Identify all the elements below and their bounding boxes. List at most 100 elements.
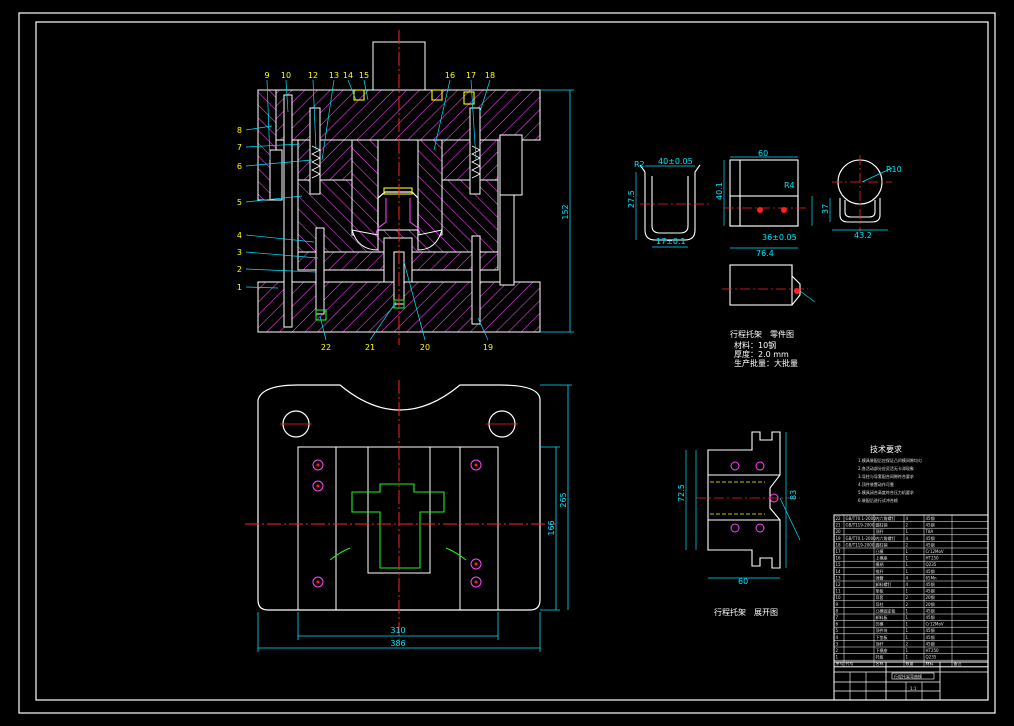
balloon-label-10: 10 xyxy=(281,71,291,80)
bom-cell: 内六角螺钉 xyxy=(876,515,896,521)
tech-req-line-4: 4.顶件装置动作可靠 xyxy=(858,481,894,487)
bom-cell: 65Mn xyxy=(926,575,938,580)
assembly-height-dim: 152 xyxy=(561,204,570,219)
bom-cell: 4 xyxy=(906,536,909,541)
bom-header-cell: 代号 xyxy=(846,660,854,666)
bom-cell: 4 xyxy=(906,582,909,587)
balloon-leader xyxy=(403,261,426,341)
bom-cell: 下垫板 xyxy=(876,634,888,640)
tech-req-line-5: 5.模具闭合高度符合压力机要求 xyxy=(858,489,914,495)
balloon-leader xyxy=(470,79,477,161)
bom-cell: 1 xyxy=(906,648,909,653)
bom-cell: 上模座 xyxy=(876,555,888,561)
part-dim-43-2: 43.2 xyxy=(854,231,872,240)
bom-cell: 4 xyxy=(836,635,839,640)
tech-req-line-2: 2.各活动部分应灵活无卡滞现象 xyxy=(858,465,914,471)
part-dim-40-1: 40.1 xyxy=(715,182,724,200)
balloon-label-5: 5 xyxy=(237,198,242,207)
bom-cell: 13 xyxy=(836,575,842,580)
bom-cell: 凸模固定板 xyxy=(876,607,896,613)
bom-cell: 2 xyxy=(906,523,909,528)
bom-cell: 顶杆 xyxy=(876,528,884,534)
bom-cell: 45钢 xyxy=(926,627,935,633)
balloon-label-18: 18 xyxy=(485,71,495,80)
bom-cell: 21 xyxy=(836,523,842,528)
balloon-leader xyxy=(363,79,369,101)
balloon-leader xyxy=(479,79,491,113)
bom-cell: 22 xyxy=(836,516,842,521)
bom-header-cell: 序号 xyxy=(836,660,844,666)
bom-cell: 19 xyxy=(836,536,842,541)
bom-cell: 模柄 xyxy=(876,561,884,567)
bom-cell: 1 xyxy=(906,529,909,534)
bom-cell: 推杆 xyxy=(876,568,884,574)
assembly-section-view: 152 xyxy=(257,30,574,345)
bom-cell: 9 xyxy=(836,602,839,607)
balloon-label-12: 12 xyxy=(308,71,318,80)
bom-cell: 45钢 xyxy=(926,535,935,541)
bom-cell: 1 xyxy=(906,628,909,633)
bom-cell: 圆柱销 xyxy=(876,522,888,528)
part-dim-37: 37 xyxy=(821,204,830,214)
part-dim-27-5: 27.5 xyxy=(627,190,636,208)
bom-cell: 45钢 xyxy=(926,541,935,547)
bom-cell: 45钢 xyxy=(926,581,935,587)
balloon-leader xyxy=(245,159,313,167)
bom-cell: 45钢 xyxy=(926,515,935,521)
balloon-label-7: 7 xyxy=(237,143,242,152)
plan-dim-outer-width: 386 xyxy=(390,639,405,648)
bom-cell: 11 xyxy=(836,589,842,594)
bom-cell: 8 xyxy=(836,608,839,613)
plan-dim-height-a: 166 xyxy=(547,520,556,535)
bom-cell: Q235 xyxy=(926,562,937,567)
part-drawing: R2 40±0.05 27.5 17±0.1 60 40.1 36±0.05 R… xyxy=(627,149,902,368)
bom-cell: 45钢 xyxy=(926,607,935,613)
bom-cell: 6 xyxy=(836,622,839,627)
balloon-leader xyxy=(477,317,489,341)
bom-cell: 5 xyxy=(836,628,839,633)
balloon-label-19: 19 xyxy=(483,343,493,352)
bom-cell: 1 xyxy=(906,655,909,660)
balloon-label-3: 3 xyxy=(237,248,242,257)
balloon-label-6: 6 xyxy=(237,162,242,171)
balloon-leader xyxy=(285,79,289,113)
blank-drawing: 60 72.5 83 行程托架 展开图 xyxy=(677,431,801,617)
balloon-label-2: 2 xyxy=(237,265,242,274)
title-block-drawing-name: 行程托架弯曲模 xyxy=(894,673,922,679)
part-dim-40: 40±0.05 xyxy=(658,157,693,166)
bom-header-cell: 名称 xyxy=(876,660,884,666)
bom-header-cell: 材料 xyxy=(926,660,934,666)
bom-cell: HT250 xyxy=(926,648,940,653)
bom-cell: 2 xyxy=(836,648,839,653)
bom-cell: 1 xyxy=(906,608,909,613)
balloon-leader xyxy=(319,315,327,341)
bom-cell: 1 xyxy=(906,569,909,574)
bom-cell: 45钢 xyxy=(926,640,935,646)
bom-cell: 16 xyxy=(836,556,842,561)
part-dim-r4: R4 xyxy=(784,181,795,190)
part-dim-76-4: 76.4 xyxy=(756,249,774,258)
bom-cell: 45钢 xyxy=(926,522,935,528)
title-block: 行程托架弯曲模 1:1 xyxy=(833,661,989,701)
bom-cell: 2 xyxy=(906,542,909,547)
bom-cell: 45钢 xyxy=(926,588,935,594)
blank-dim-height2: 83 xyxy=(789,490,798,500)
bom-cell: 导套 xyxy=(876,594,884,600)
bom-cell: 弹簧 xyxy=(876,574,884,580)
balloon-label-15: 15 xyxy=(359,71,369,80)
bom-cell: 1 xyxy=(836,655,839,660)
part-dim-17: 17±0.1 xyxy=(656,237,686,246)
bom-cell: 1 xyxy=(906,615,909,620)
part-drawing-title: 行程托架 零件图 xyxy=(730,329,794,339)
bom-cell: Cr12MoV xyxy=(926,622,944,627)
tech-requirements: 技术要求 1.模具装配后应保证凸凹模间隙均匀 2.各活动部分应灵活无卡滞现象 3… xyxy=(858,444,922,503)
balloon-leader xyxy=(245,143,301,148)
balloon-label-1: 1 xyxy=(237,283,242,292)
bom-cell: 1 xyxy=(906,635,909,640)
bom-cell: 12 xyxy=(836,582,842,587)
bom-cell: 45钢 xyxy=(926,634,935,640)
bom-cell: 1 xyxy=(906,549,909,554)
balloon-label-14: 14 xyxy=(343,71,353,80)
